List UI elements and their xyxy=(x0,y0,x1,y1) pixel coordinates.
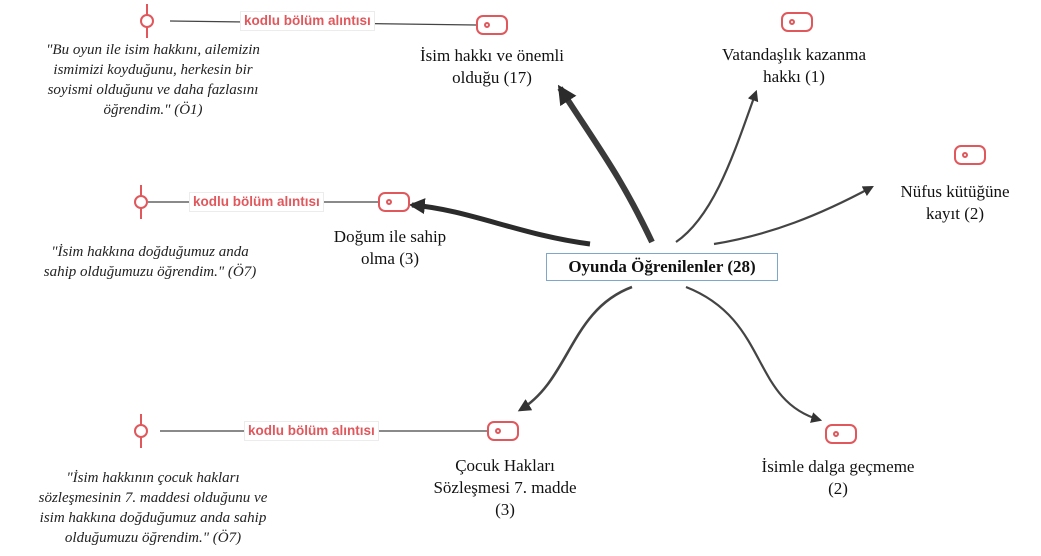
excerpt-quote: "İsim hakkına doğduğumuz anda sahip oldu… xyxy=(43,244,257,280)
theme-dogum[interactable]: Doğum ile sahip olma (3) xyxy=(333,227,447,268)
excerpt-pin-icon[interactable] xyxy=(140,4,154,38)
arrow-to-isim-hakki xyxy=(557,84,655,244)
theme-cocuk-haklari[interactable]: Çocuk Hakları Sözleşmesi 7. madde (3) xyxy=(433,456,577,519)
code-icon[interactable] xyxy=(781,12,813,32)
code-icon[interactable] xyxy=(476,15,508,35)
excerpt-tag[interactable]: kodlu bölüm alıntısı xyxy=(190,193,323,211)
code-icon[interactable] xyxy=(954,145,986,165)
theme-nufus[interactable]: Nüfus kütüğüne kayıt (2) xyxy=(900,182,1010,223)
central-node[interactable]: Oyunda Öğrenilenler (28) xyxy=(546,253,778,281)
theme-isim-hakki[interactable]: İsim hakkı ve önemli olduğu (17) xyxy=(419,46,564,87)
excerpt-pin-icon[interactable] xyxy=(134,414,148,448)
arrow-to-dogum xyxy=(408,198,591,247)
arrow-to-nufus xyxy=(713,185,874,246)
excerpt-tag[interactable]: kodlu bölüm alıntısı xyxy=(245,422,378,440)
code-icon[interactable] xyxy=(825,424,857,444)
theme-dalga[interactable]: İsimle dalga geçmeme (2) xyxy=(761,457,915,498)
excerpt-tag[interactable]: kodlu bölüm alıntısı xyxy=(241,12,374,30)
excerpt-quote: "İsim hakkının çocuk hakları sözleşmesin… xyxy=(38,470,268,546)
code-icon[interactable] xyxy=(487,421,519,441)
excerpt-quote: "Bu oyun ile isim hakkını, ailemizin ism… xyxy=(46,42,260,118)
arrow-to-dalga xyxy=(685,285,823,423)
theme-vatandaslik[interactable]: Vatandaşlık kazanma hakkı (1) xyxy=(722,45,866,86)
arrow-to-cocuk-haklari xyxy=(517,285,633,412)
excerpt-pin-icon[interactable] xyxy=(134,185,148,219)
code-icon[interactable] xyxy=(378,192,410,212)
arrow-to-vatandaslik xyxy=(675,89,759,243)
